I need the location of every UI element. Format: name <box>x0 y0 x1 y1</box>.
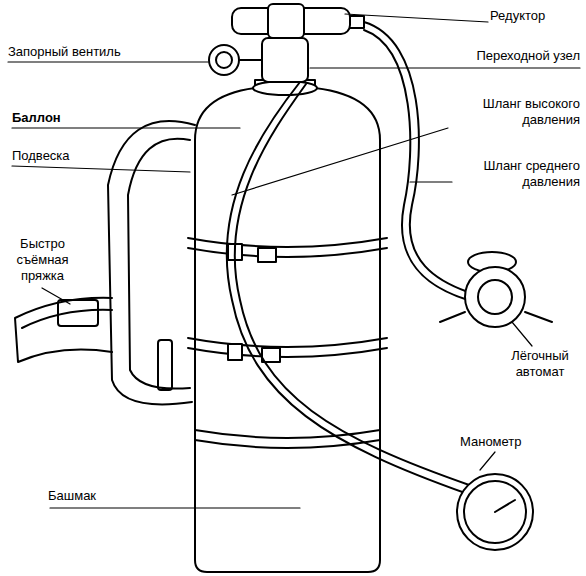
valve-body <box>262 38 308 82</box>
part-label: Быстро съёмная пряжка <box>5 236 80 284</box>
belt-buckle <box>58 300 98 326</box>
pressure-gauge <box>464 481 526 543</box>
harness-plate <box>108 121 195 404</box>
strap <box>188 338 387 347</box>
valve-handwheel <box>209 45 239 75</box>
part-label: Манометр <box>460 434 560 450</box>
high-pressure-hose <box>227 82 468 494</box>
leader-line <box>12 166 190 172</box>
strap <box>188 248 387 257</box>
demand-valve <box>465 267 525 327</box>
part-label: Шланг среднего давления <box>440 158 580 190</box>
part-label: Башмак <box>48 488 148 504</box>
leader-line <box>480 452 495 470</box>
gauge-needle <box>495 500 515 512</box>
valve-handwheel <box>216 52 232 68</box>
neck-ring <box>253 81 317 95</box>
strap <box>188 238 387 247</box>
pressure-gauge <box>457 474 533 550</box>
cylinder <box>195 80 380 572</box>
medium-pressure-hose <box>364 30 468 300</box>
regulator-body <box>268 4 304 38</box>
leader-line <box>8 61 208 62</box>
part-label: Запорный вентиль <box>8 44 208 60</box>
leader-line <box>50 507 300 508</box>
strap-buckle <box>258 248 276 262</box>
exhaust-tee <box>440 312 552 322</box>
boot-edge <box>195 440 380 448</box>
leader-line <box>310 67 580 68</box>
leader-line <box>232 128 448 195</box>
strap-buckle <box>228 344 242 360</box>
leader-line <box>12 127 240 128</box>
part-label: Лёгочный автомат <box>500 348 580 380</box>
belt <box>15 298 112 362</box>
leader-line <box>410 181 452 182</box>
leader-line <box>42 288 70 304</box>
harness-slot <box>158 340 172 390</box>
leader-line <box>512 322 532 346</box>
part-label: Подвеска <box>12 148 112 164</box>
part-label: Редуктор <box>490 8 580 24</box>
part-label: Баллон <box>12 110 92 126</box>
leader-line <box>345 14 488 22</box>
strap <box>188 348 387 357</box>
valve-stem <box>239 59 262 61</box>
regulator-port <box>350 16 364 28</box>
demand-valve <box>478 280 512 314</box>
part-label: Шланг высокого давления <box>440 96 580 128</box>
part-label: Переходной узел <box>430 48 580 64</box>
medium-pressure-hose <box>364 22 468 292</box>
strap-buckle <box>262 348 280 362</box>
